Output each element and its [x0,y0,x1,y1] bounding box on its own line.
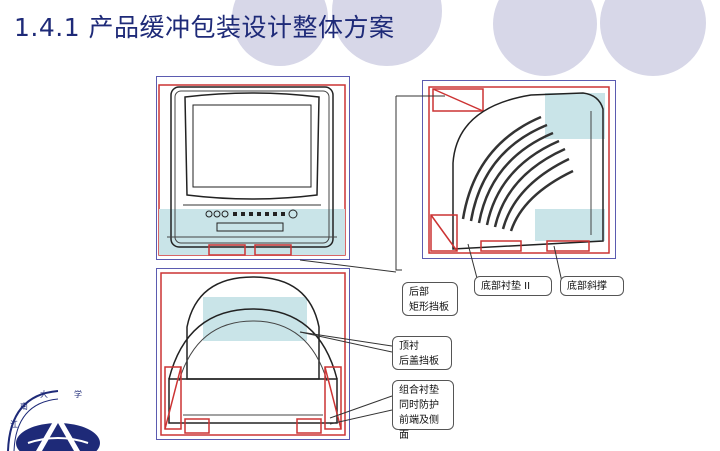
svg-text:江: 江 [10,420,18,429]
slide-title: 1.4.1 产品缓冲包装设计整体方案 [14,13,395,42]
callout-bottom-brace: 底部斜撑 [560,276,624,296]
callout-top-pad: 顶衬 后盖挡板 [392,336,452,370]
svg-text:学: 学 [74,389,82,399]
callout-combo-pad: 组合衬垫 同时防护 前端及侧面 [392,380,454,441]
svg-text:大: 大 [40,389,48,399]
university-seal-icon: 江南 大 学 [7,389,100,451]
tv-top-view [156,268,350,440]
tv-side-view [422,80,616,259]
tv-front-view [156,76,350,260]
callout-bottom-pad: 底部衬垫 II [474,276,552,296]
svg-text:南: 南 [20,401,28,411]
callout-rear-panel: 后部 矩形挡板 [402,282,458,316]
